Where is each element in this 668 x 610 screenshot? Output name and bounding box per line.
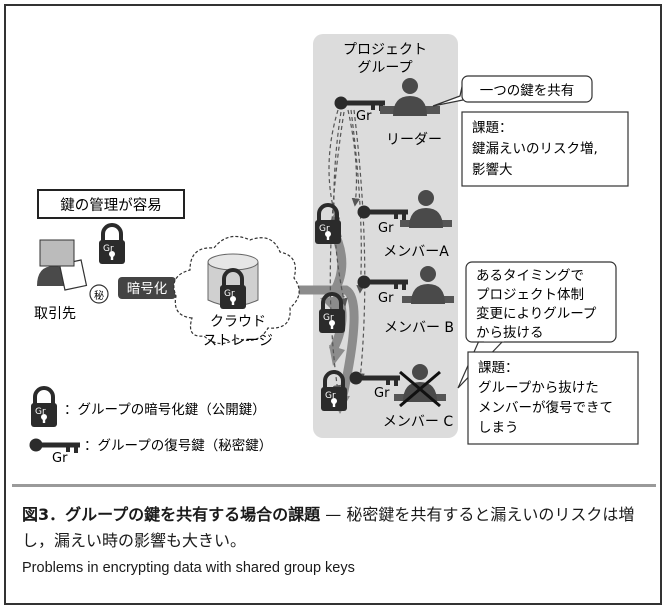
- legend-key-badge: Gr: [52, 451, 68, 466]
- issue2-line-3: メンバーが復号できて: [478, 399, 613, 416]
- client-monitor-icon: [39, 239, 75, 267]
- cloud-lock-badge: Gr: [224, 289, 235, 299]
- legend-lock-text: ：グループの暗号化鍵（公開鍵）: [64, 402, 266, 418]
- timing-callout: あるタイミングで プロジェクト体制 変更によりグループ から抜ける: [457, 261, 617, 389]
- legend-lock-badge: Gr: [35, 407, 46, 417]
- encrypt-label: 暗号化: [127, 281, 168, 297]
- timing-line-3: 変更によりグループ: [476, 305, 597, 322]
- issue1-line-1: 課題：: [472, 120, 513, 136]
- issue1-line-2: 鍵漏えいのリスク増,: [472, 141, 598, 157]
- secret-badge-icon: [89, 284, 109, 304]
- member-b-label: メンバー B: [384, 320, 454, 336]
- encrypt-badge: [118, 277, 176, 299]
- issue1-line-3: 影響大: [472, 161, 513, 178]
- issue1-box: [461, 111, 629, 187]
- member-c-cross-icon: [399, 370, 441, 408]
- issue2-line-4: しまう: [478, 420, 519, 436]
- caption-fig-no: 図3．: [22, 505, 66, 524]
- issue2-line-2: グループから抜けた: [478, 380, 599, 396]
- figure-caption: 図3．グループの鍵を共有する場合の課題 — 秘密鍵を共有すると漏えいのリスクは増…: [22, 502, 652, 554]
- issue2-line-1: 課題：: [478, 360, 519, 376]
- timing-line-1: あるタイミングで: [476, 268, 584, 284]
- member-a-label: メンバーA: [383, 244, 449, 260]
- caption-english: Problems in encrypting data with shared …: [22, 560, 355, 576]
- client-lock-badge: Gr: [103, 244, 114, 254]
- key-mgmt-text: 鍵の管理が容易: [60, 197, 162, 214]
- project-group-label-1: プロジェクト: [343, 42, 427, 58]
- member-b-lock-badge: Gr: [323, 313, 334, 323]
- member-b-person-icon: [402, 266, 454, 304]
- cloud-label-1: クラウド: [210, 314, 266, 330]
- member-a-lock-badge: Gr: [319, 224, 330, 234]
- leader-key-badge: Gr: [356, 109, 372, 124]
- member-c-person-icon: [394, 364, 446, 402]
- timing-line-2: プロジェクト体制: [476, 287, 584, 303]
- caption-dash: —: [320, 505, 347, 524]
- project-group-label-2: グループ: [357, 60, 412, 76]
- caption-body: 秘密鍵を共有すると漏えいのリスクは増し，漏えい時の影響も大きい。: [22, 505, 635, 550]
- client-label: 取引先: [34, 306, 76, 322]
- member-a-key-badge: Gr: [378, 221, 394, 236]
- cloud-label-2: ストレージ: [203, 333, 273, 349]
- member-c-key-badge: Gr: [374, 386, 390, 401]
- leader-label: リーダー: [386, 132, 442, 148]
- member-c-label: メンバー C: [383, 414, 453, 430]
- legend-key-text: ：グループの復号鍵（秘密鍵）: [84, 437, 272, 454]
- member-c-lock-badge: Gr: [325, 391, 336, 401]
- shared-key-callout: 一つの鍵を共有: [432, 75, 593, 107]
- timing-line-4: から抜ける: [476, 325, 544, 341]
- secret-badge-text: 秘: [94, 289, 104, 302]
- member-b-key-badge: Gr: [378, 291, 394, 306]
- leader-person-icon: [380, 78, 440, 116]
- member-a-person-icon: [400, 190, 452, 228]
- caption-divider: [12, 484, 656, 487]
- issue2-box: [467, 351, 639, 445]
- key-mgmt-box: [37, 189, 185, 219]
- shared-key-text: 一つの鍵を共有: [480, 83, 575, 99]
- caption-title: グループの鍵を共有する場合の課題: [65, 505, 321, 524]
